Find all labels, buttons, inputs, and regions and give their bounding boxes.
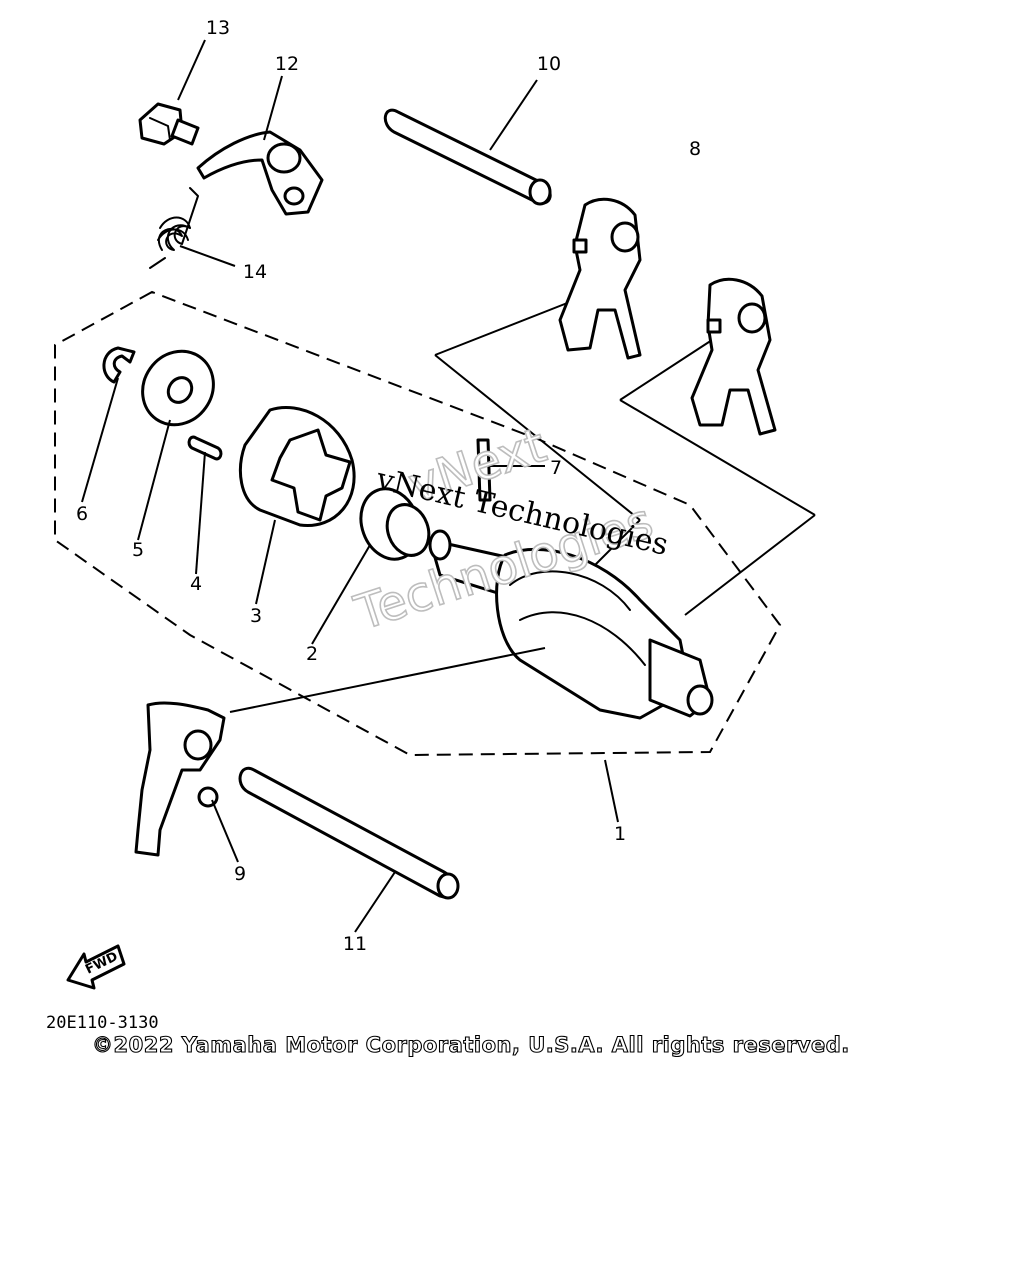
- callout-7: 7: [550, 457, 562, 479]
- callout-13: 13: [206, 17, 230, 39]
- callout-6: 6: [76, 503, 88, 525]
- callout-10: 10: [537, 53, 561, 75]
- callout-2: 2: [306, 643, 318, 665]
- shaft-part-11: [238, 766, 460, 900]
- copyright-notice: ©2022 Yamaha Motor Corporation, U.S.A. A…: [92, 1033, 850, 1057]
- bolt-part-13: [138, 102, 200, 146]
- callout-labels: 13 12 10 8 14 7 6 5 4 3 2 1 9 11: [76, 17, 701, 955]
- callout-14: 14: [243, 261, 267, 283]
- callout-5: 5: [132, 539, 144, 561]
- shaft-part-10: [383, 108, 552, 206]
- stopper-lever-part-12: [196, 130, 324, 216]
- fork-group-line: [434, 297, 816, 616]
- shift-drum-part-1: [428, 529, 714, 720]
- dowel-part-7: [476, 438, 492, 502]
- circlip-part-6: [102, 346, 136, 384]
- pin-part-4: [187, 435, 223, 461]
- shift-fork-part-8b: [690, 277, 777, 436]
- callout-9: 9: [234, 863, 246, 885]
- callout-4: 4: [190, 573, 202, 595]
- shift-fork-part-8a: [558, 197, 642, 360]
- bearing-part-2: [359, 487, 431, 561]
- shift-fork-part-9: [134, 701, 226, 857]
- segment-part-3: [238, 405, 356, 528]
- assembly-boundary-left: [54, 290, 782, 757]
- callout-3: 3: [250, 605, 262, 627]
- callout-1: 1: [614, 823, 626, 845]
- callout-8: 8: [689, 138, 701, 160]
- leader-lines: [81, 39, 619, 933]
- washer-part-5: [141, 349, 215, 427]
- spring-part-14: [149, 187, 199, 269]
- callout-12: 12: [275, 53, 299, 75]
- fwd-arrow-icon: FWD: [66, 944, 126, 990]
- callout-11: 11: [343, 933, 367, 955]
- diagram-code: 20E110-3130: [46, 1013, 159, 1033]
